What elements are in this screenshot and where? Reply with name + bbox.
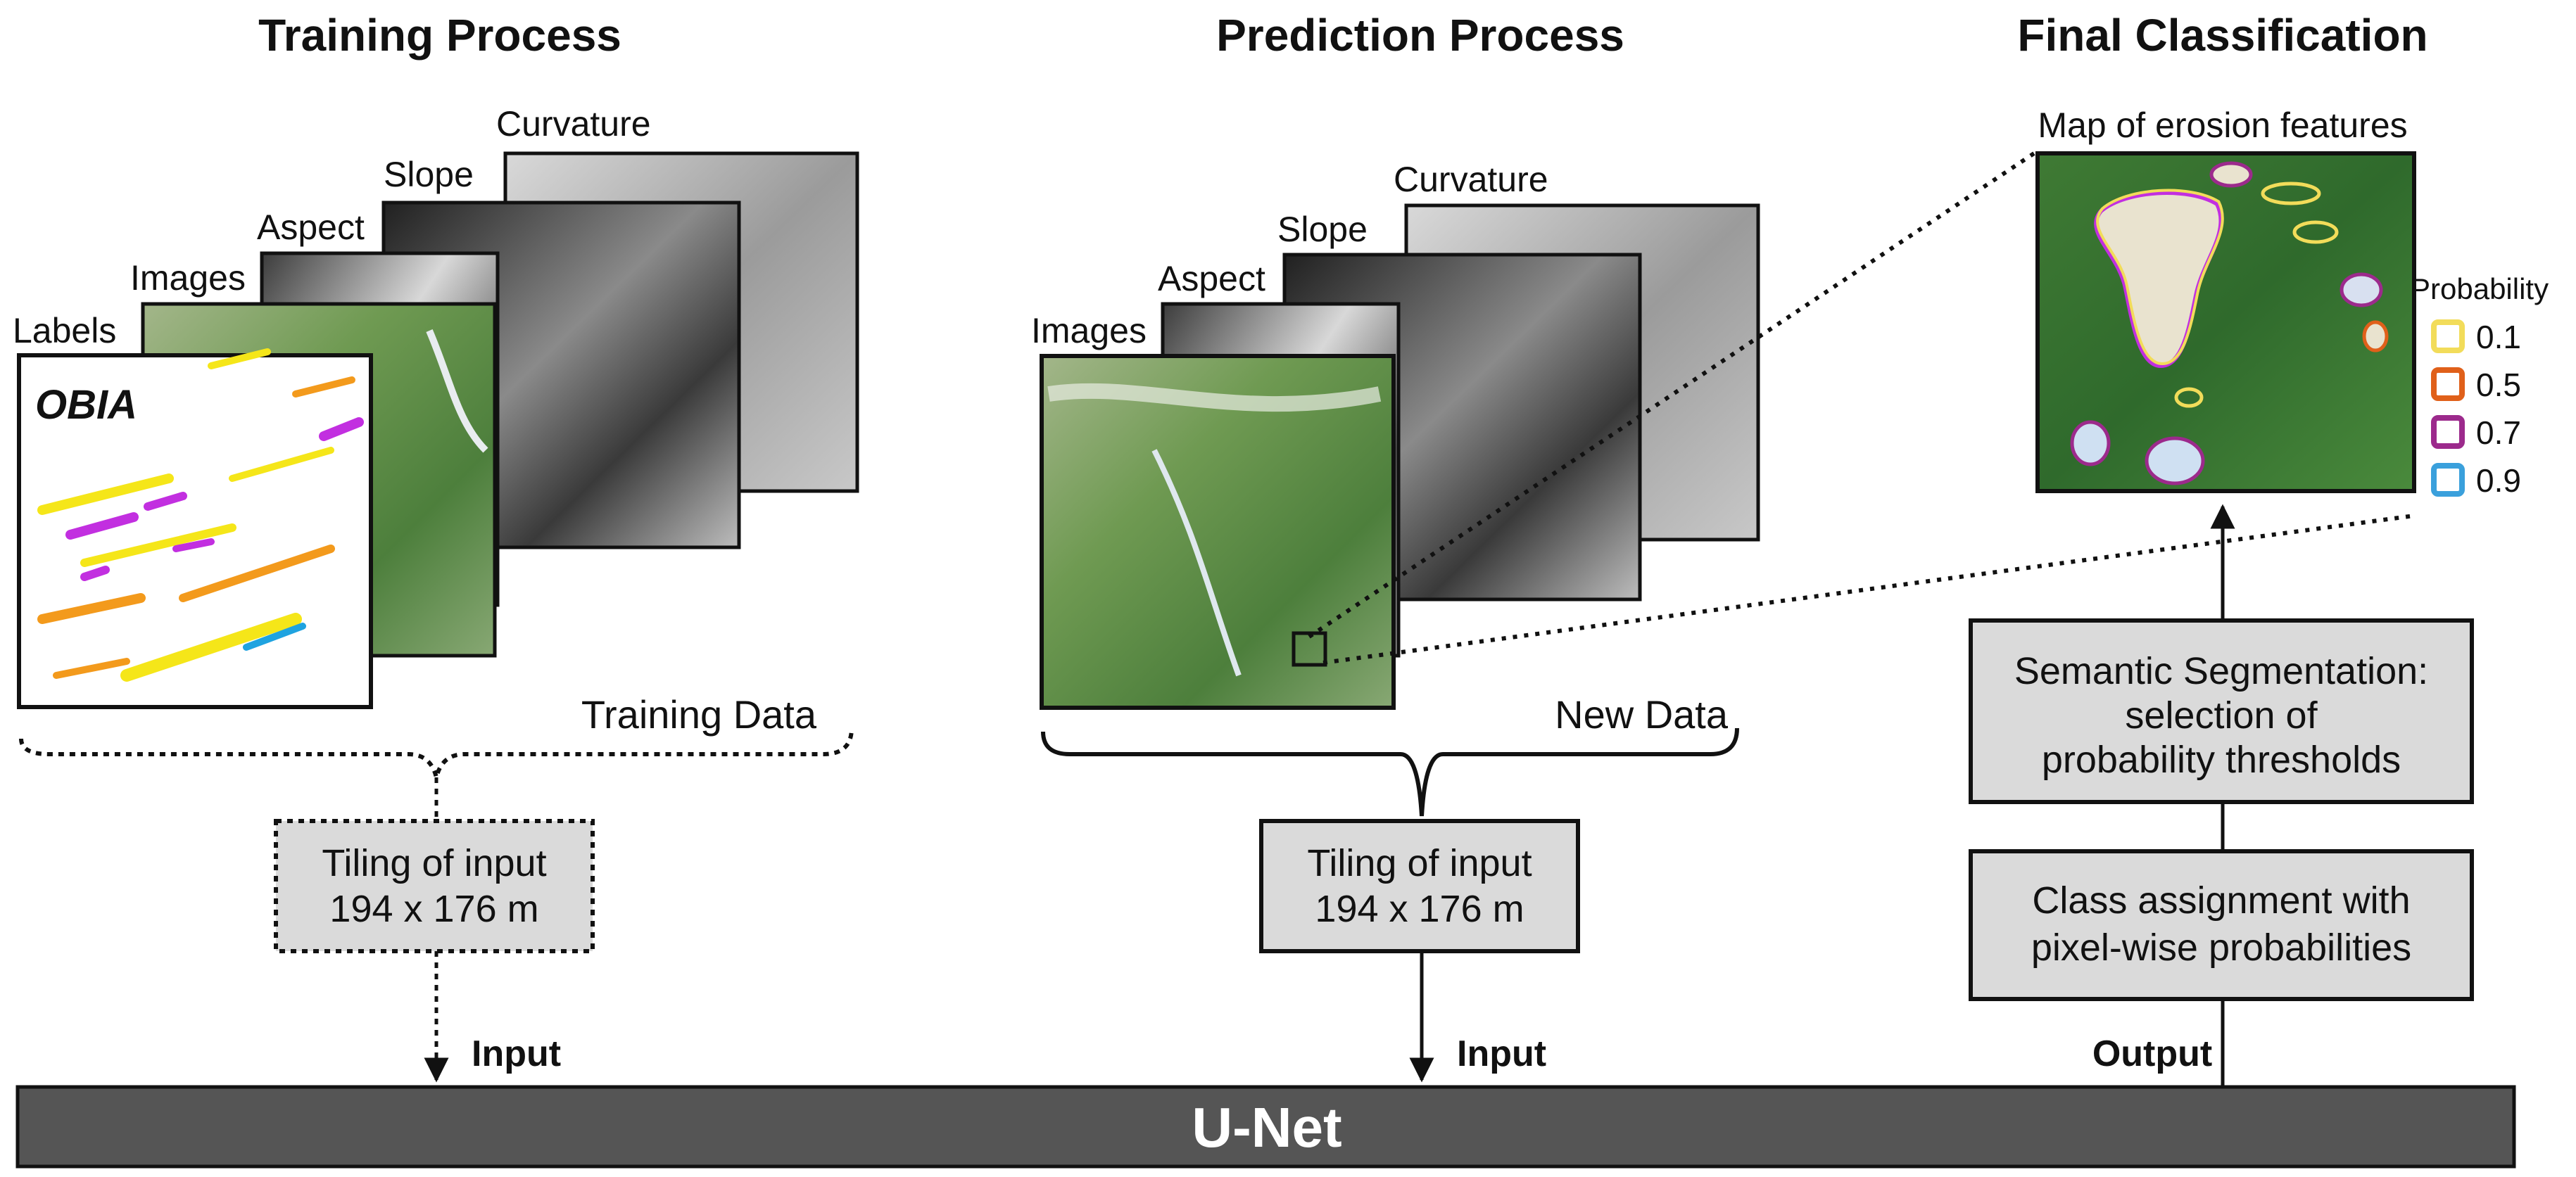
prediction-tiling-line2: 194 x 176 m: [1315, 888, 1524, 930]
legend-swatch-3: [2431, 463, 2465, 497]
training-data-bracket: [19, 727, 854, 778]
segmentation-line3: probability thresholds: [2042, 739, 2401, 781]
prediction-slope-label: Slope: [1277, 210, 1368, 249]
legend-title: Probability: [2411, 272, 2549, 305]
legend-swatch-1: [2431, 367, 2465, 401]
erosion-patch-bottom-left: [2070, 420, 2111, 466]
map-label: Map of erosion features: [2038, 106, 2407, 145]
prediction-images-river: [1151, 449, 1242, 677]
legend-label-0: 0.1: [2476, 319, 2521, 355]
prediction-images-label: Images: [1031, 311, 1147, 350]
prediction-layer-stack: Curvature Slope Aspect Images: [1031, 160, 1760, 710]
new-data-label: New Data: [1555, 692, 1729, 737]
training-data-label: Training Data: [581, 692, 817, 737]
prediction-tiling-box: [1259, 819, 1580, 953]
erosion-patch-yellow-1: [2261, 182, 2321, 205]
prediction-zoom-box: [1292, 631, 1327, 667]
erosion-patch-far-right: [2362, 320, 2389, 352]
prediction-curvature-label: Curvature: [1394, 160, 1548, 199]
segmentation-line1: Semantic Segmentation:: [2014, 650, 2428, 692]
training-tiling-box: [274, 819, 595, 953]
training-slope-label: Slope: [384, 155, 474, 194]
legend-label-1: 0.5: [2476, 367, 2521, 403]
probability-legend: 0.1 0.5 0.7 0.9: [2431, 319, 2521, 499]
legend-label-2: 0.7: [2476, 414, 2521, 451]
prediction-tiling-line1: Tiling of input: [1307, 842, 1532, 884]
prediction-aspect-label: Aspect: [1158, 259, 1265, 298]
training-tiling-line2: 194 x 176 m: [329, 888, 538, 930]
training-labels-label: Labels: [13, 311, 116, 350]
erosion-patch-top-right: [2209, 161, 2253, 188]
erosion-map: [2035, 151, 2416, 493]
training-tiling-line1: Tiling of input: [322, 842, 546, 884]
heading-prediction: Prediction Process: [1216, 10, 1624, 61]
erosion-patch-yellow-2: [2292, 220, 2339, 244]
legend-swatch-0: [2431, 319, 2465, 353]
obia-label: OBIA: [35, 382, 137, 428]
training-input-label: Input: [472, 1033, 561, 1074]
training-images-river: [426, 329, 488, 453]
prediction-images-layer: [1040, 354, 1396, 710]
training-label-features: [37, 348, 364, 682]
legend-swatch-2: [2431, 415, 2465, 449]
training-aspect-label: Aspect: [257, 208, 365, 247]
erosion-patch-bottom-middle: [2145, 436, 2205, 485]
erosion-patch-yellow-3: [2174, 387, 2204, 408]
unet-bar: [15, 1085, 2516, 1169]
legend-label-3: 0.9: [2476, 462, 2521, 499]
class-line2: pixel-wise probabilities: [2031, 927, 2411, 969]
training-curvature-label: Curvature: [496, 104, 651, 144]
prediction-images-ridge: [1047, 383, 1382, 412]
training-images-label: Images: [130, 258, 246, 298]
class-line1: Class assignment with: [2032, 879, 2410, 922]
erosion-patch-right: [2340, 272, 2383, 307]
prediction-input-label: Input: [1457, 1033, 1546, 1074]
new-data-bracket: [1041, 727, 1739, 817]
heading-final: Final Classification: [2017, 10, 2427, 61]
class-assignment-box: [1969, 849, 2474, 1001]
output-label: Output: [2092, 1033, 2212, 1074]
segmentation-line2: selection of: [2125, 694, 2318, 737]
heading-training: Training Process: [258, 10, 621, 61]
unet-label: U-Net: [1192, 1096, 1341, 1159]
zoom-line-bottom: [1322, 514, 2415, 665]
training-layer-stack: Curvature Slope Aspect Images Labels OBI…: [13, 104, 859, 709]
segmentation-box: [1969, 618, 2474, 804]
